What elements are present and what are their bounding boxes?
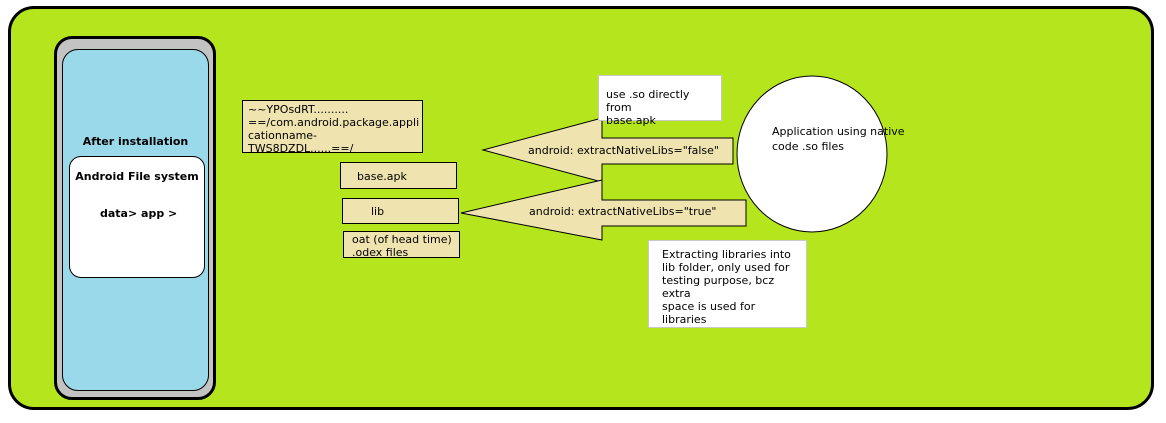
application-label: Application using native code .so files bbox=[772, 124, 922, 154]
file-system-box bbox=[69, 156, 205, 278]
extract-note: Extracting libraries into lib folder, on… bbox=[648, 240, 807, 328]
application-line: code .so files bbox=[772, 140, 844, 153]
extract-note-line: Extracting libraries into bbox=[662, 248, 791, 261]
extract-true-label: android: extractNativeLibs="true" bbox=[529, 205, 717, 218]
package-folder-box: ~~YPOsdRT.......... ==/com.android.packa… bbox=[242, 100, 423, 155]
package-folder-line: cationname-TWS8DZDL......==/ bbox=[248, 129, 354, 155]
lib-label: lib bbox=[371, 205, 385, 218]
extract-note-line: lib folder, only used for bbox=[662, 261, 790, 274]
oat-line: .odex files bbox=[352, 246, 409, 259]
direct-use-line: use .so directly from bbox=[606, 88, 690, 114]
extract-true-arrow bbox=[460, 179, 747, 241]
base-apk-label: base.apk bbox=[357, 170, 407, 183]
extract-false-label: android: extractNativeLibs="false" bbox=[528, 144, 719, 157]
lib-box: lib bbox=[342, 198, 459, 224]
extract-note-line: testing purpose, bcz extra bbox=[662, 274, 775, 300]
direct-use-note: use .so directly from base.apk bbox=[598, 75, 722, 127]
base-apk-box: base.apk bbox=[340, 162, 457, 189]
extract-false-arrow bbox=[481, 117, 734, 183]
extract-note-line: libraries bbox=[662, 313, 707, 326]
after-installation-label: After installation bbox=[82, 135, 189, 148]
package-folder-line: ~~YPOsdRT.......... bbox=[248, 103, 349, 116]
oat-box: oat (of head time) .odex files bbox=[343, 231, 460, 259]
application-circle bbox=[736, 75, 888, 233]
oat-line: oat (of head time) bbox=[352, 233, 452, 246]
file-system-title: Android File system bbox=[75, 170, 199, 183]
extract-note-line: space is used for bbox=[662, 300, 756, 313]
application-line: Application using native bbox=[772, 125, 905, 138]
file-system-path: data> app > bbox=[100, 207, 178, 220]
direct-use-line: base.apk bbox=[606, 114, 656, 127]
package-folder-line: ==/com.android.package.appli bbox=[248, 116, 420, 129]
